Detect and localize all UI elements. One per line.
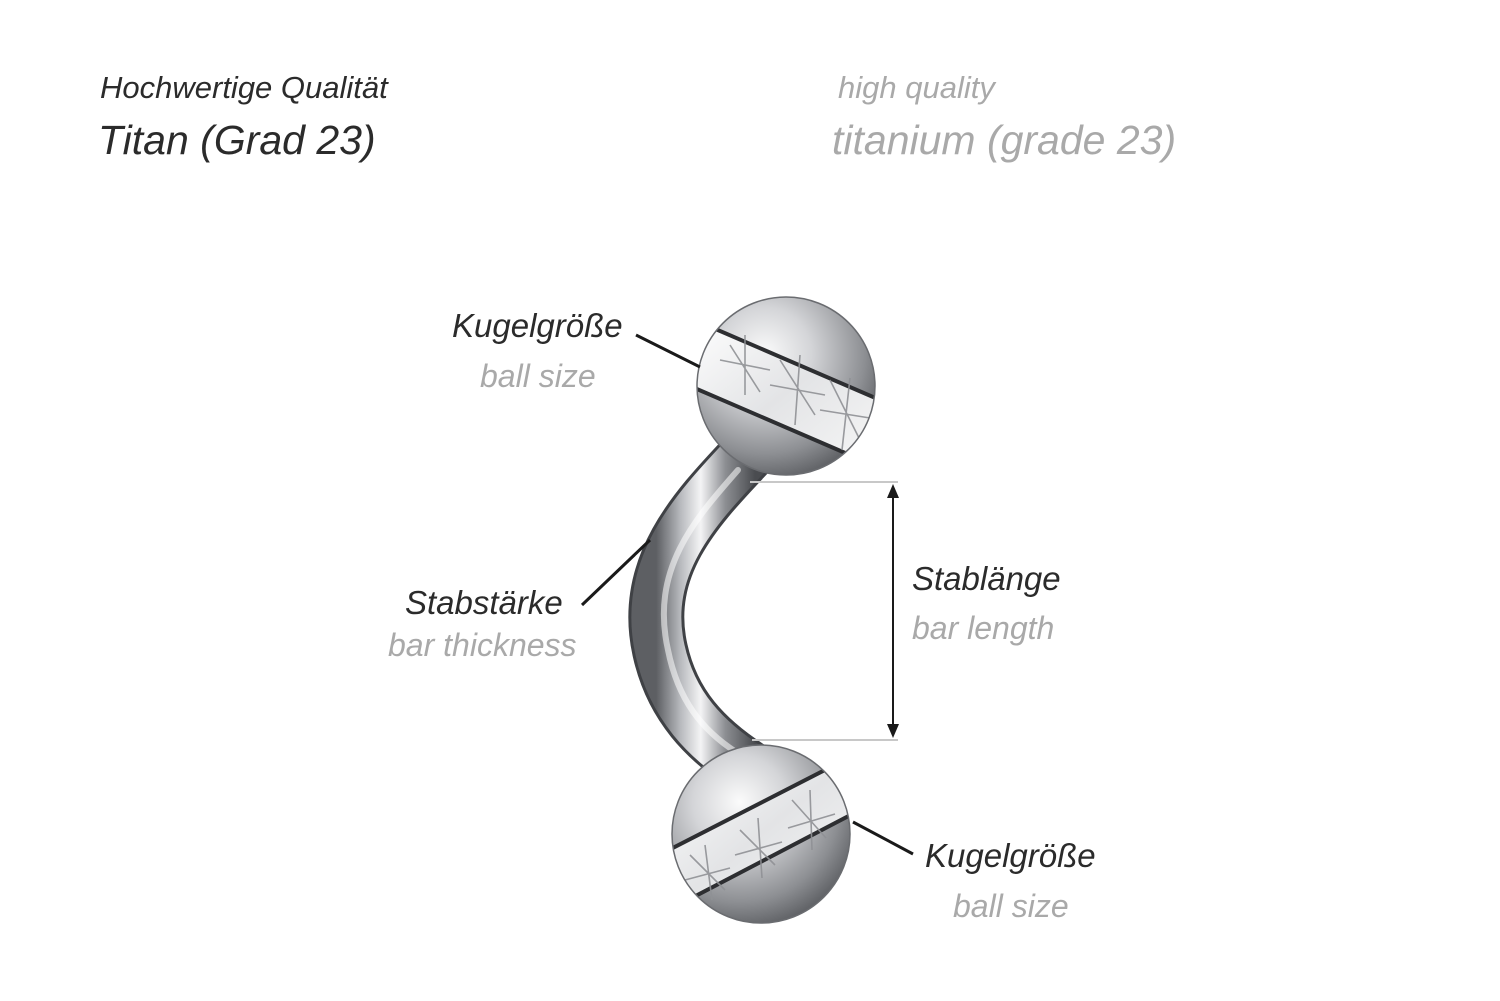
bar-thickness-label-de: Stabstärke bbox=[405, 584, 563, 621]
curved-bar bbox=[628, 418, 783, 798]
quality-label-en: high quality bbox=[838, 70, 995, 105]
ball-bottom-leader-line bbox=[852, 820, 914, 856]
ball-top bbox=[696, 296, 876, 476]
ball-size-top-label-en: ball size bbox=[480, 358, 596, 394]
bar-thickness-label-en: bar thickness bbox=[388, 627, 577, 663]
material-label-en: titanium (grade 23) bbox=[832, 117, 1177, 163]
ball-top-leader-line bbox=[635, 333, 701, 369]
bar-length-label-de: Stablänge bbox=[912, 560, 1061, 597]
material-label-de: Titan (Grad 23) bbox=[98, 117, 376, 163]
ball-bottom bbox=[671, 744, 851, 924]
bar-thickness-leader-line bbox=[580, 538, 652, 607]
ball-size-bottom-label-de: Kugelgröße bbox=[925, 837, 1096, 874]
quality-label-de: Hochwertige Qualität bbox=[100, 70, 388, 105]
ball-size-top-label-de: Kugelgröße bbox=[452, 307, 623, 344]
bar-length-label-en: bar length bbox=[912, 610, 1055, 646]
double-arrow-icon bbox=[887, 484, 899, 738]
ball-size-bottom-label-en: ball size bbox=[953, 888, 1069, 924]
